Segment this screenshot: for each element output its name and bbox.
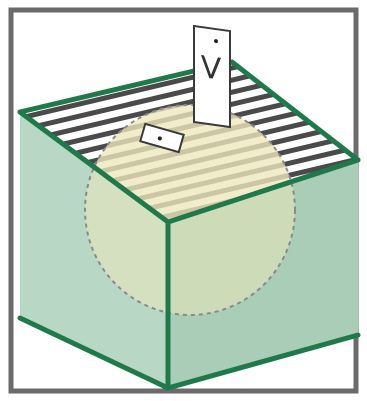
slat xyxy=(20,63,294,139)
probe-card-icon: V xyxy=(193,24,231,129)
card-label: V xyxy=(201,50,222,88)
slat xyxy=(20,62,282,130)
box-edges xyxy=(17,59,361,391)
slit-chip-icon xyxy=(139,122,185,154)
sphere-outline xyxy=(84,104,296,316)
slat xyxy=(20,72,306,148)
sphere xyxy=(85,105,295,315)
